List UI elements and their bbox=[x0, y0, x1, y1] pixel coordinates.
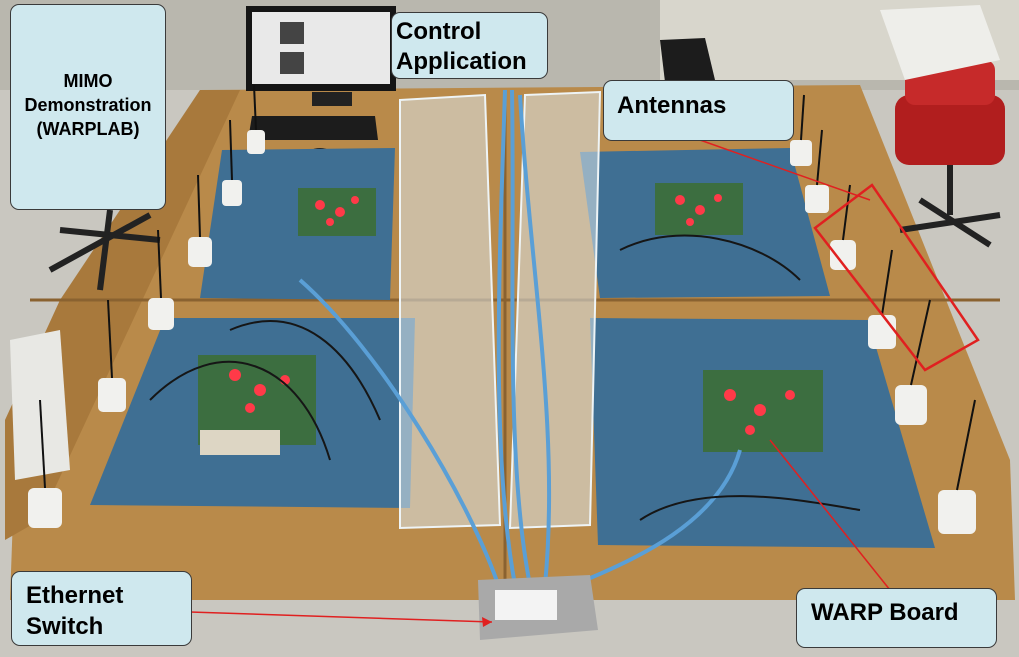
mimo-demonstration-label: MIMO Demonstration (WARPLAB) bbox=[24, 71, 152, 139]
office-chair-icon bbox=[48, 209, 161, 291]
antennas-pointer-line bbox=[699, 139, 871, 201]
mat-top-left bbox=[200, 148, 395, 300]
office-chair-icon bbox=[895, 60, 1005, 248]
ethernet-cables bbox=[298, 89, 742, 592]
mimo-demonstration-callout: MIMO Demonstration (WARPLAB) bbox=[10, 4, 166, 210]
monitor-icon bbox=[246, 6, 396, 106]
black-cables bbox=[149, 234, 861, 521]
warp-board-icon bbox=[703, 370, 823, 452]
warp-board-icon bbox=[298, 188, 376, 236]
antenna-icon bbox=[28, 84, 976, 534]
control-application-callout: Control Application bbox=[391, 12, 548, 79]
ethernet-pointer-line bbox=[189, 611, 493, 623]
ethernet-switch-label: Ethernet Switch bbox=[26, 582, 124, 640]
warp-board-icon bbox=[655, 183, 743, 235]
warp-board-label: WARP Board bbox=[811, 599, 959, 626]
acrylic-partition-left bbox=[399, 93, 502, 530]
control-application-label: Control Application bbox=[396, 18, 527, 75]
antenna-highlight-box bbox=[813, 183, 980, 372]
warp-pointer-line bbox=[769, 439, 891, 591]
ethernet-switch-callout: Ethernet Switch bbox=[11, 571, 192, 646]
ethernet-pointer-arrowhead bbox=[482, 617, 492, 627]
ethernet-switch-icon bbox=[478, 575, 598, 640]
keyboard-icon bbox=[248, 38, 715, 164]
warp-board-callout: WARP Board bbox=[796, 588, 997, 648]
antennas-label: Antennas bbox=[617, 92, 727, 119]
antennas-callout: Antennas bbox=[603, 80, 794, 141]
warp-board-icon bbox=[198, 355, 316, 455]
